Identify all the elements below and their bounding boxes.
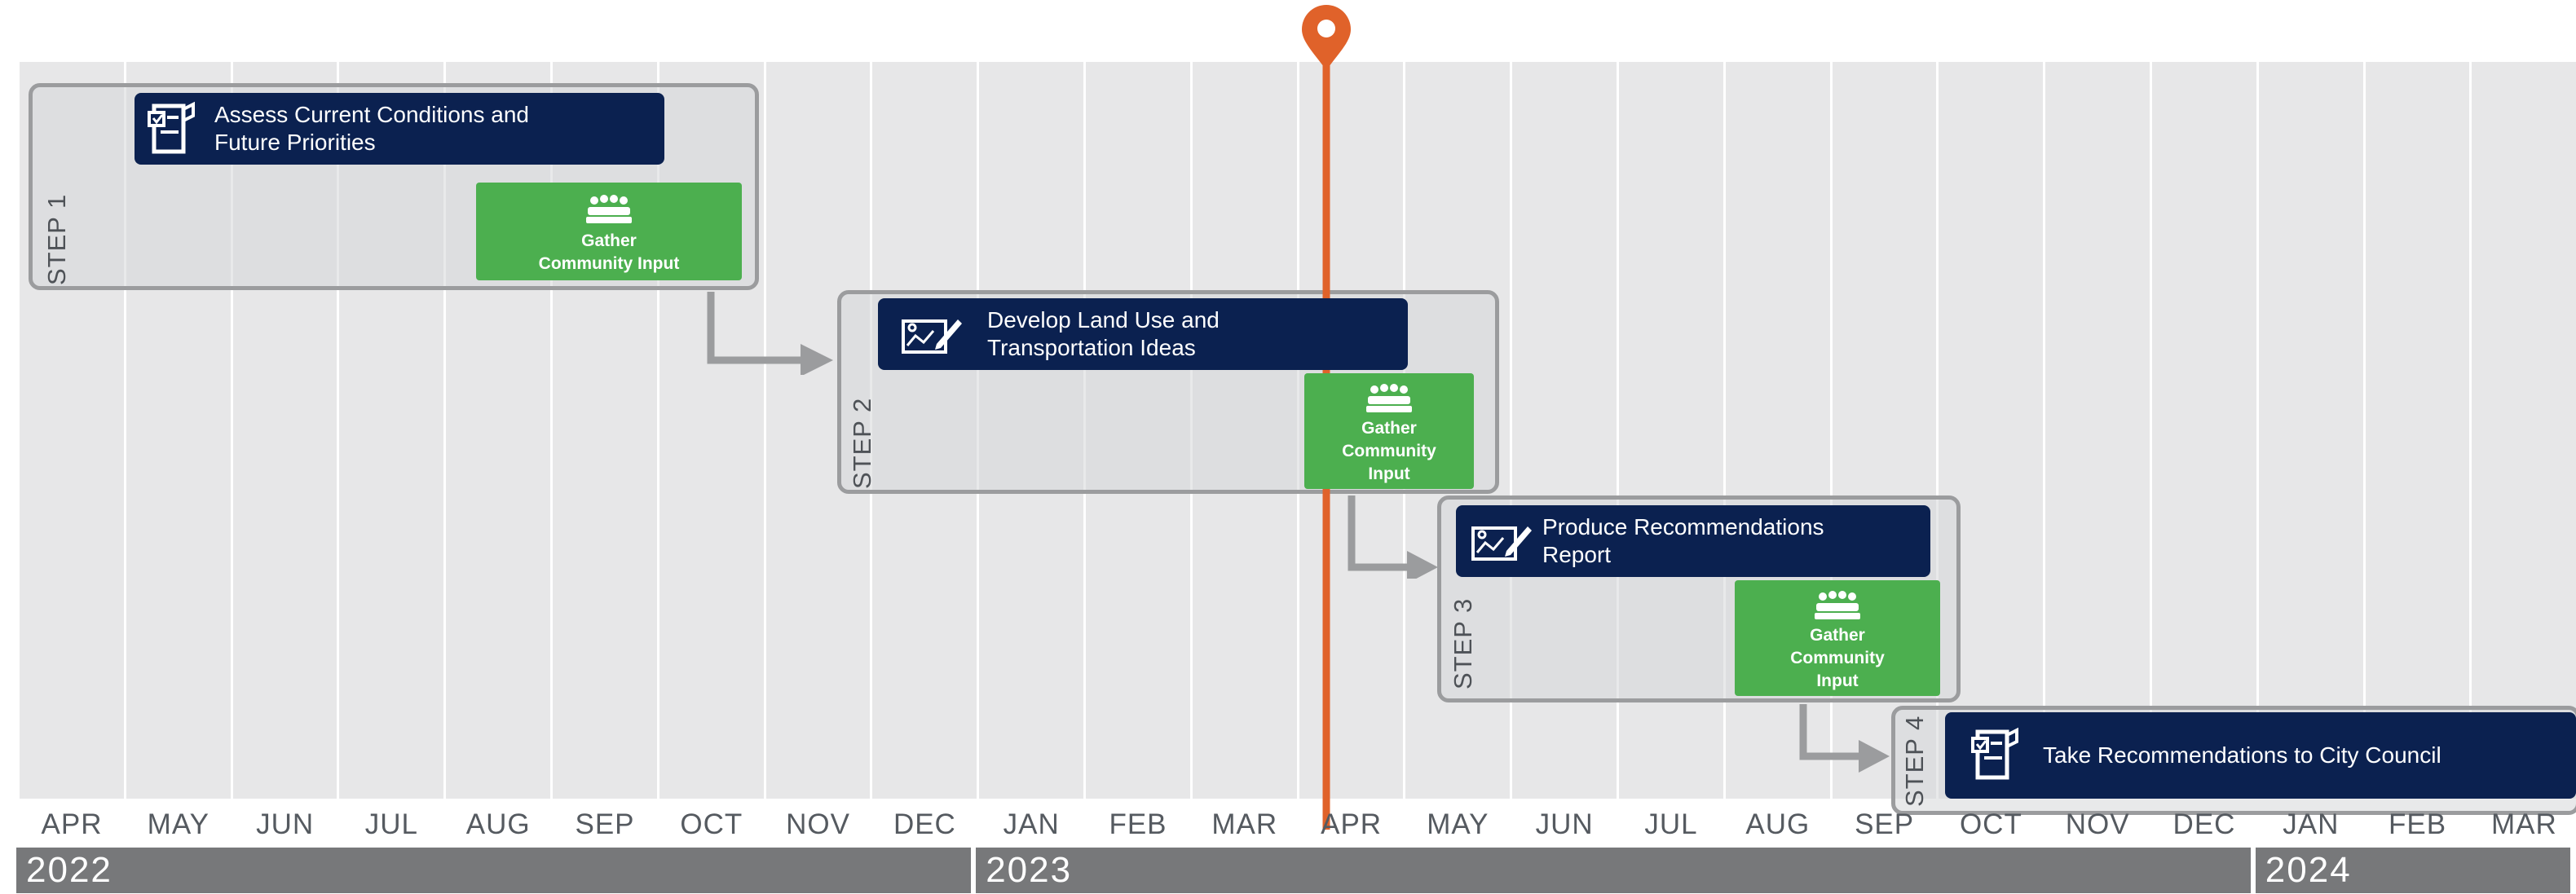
community-group-icon — [1815, 591, 1860, 619]
step-4-task-line1: Take Recommendations to City Council — [2043, 742, 2441, 768]
community-group-icon — [1366, 384, 1412, 412]
month-label: JAN — [1003, 808, 1060, 840]
year-bar — [976, 848, 2251, 893]
step-2-label: STEP 2 — [848, 397, 876, 489]
step-3-to-4-connector — [1799, 704, 1890, 773]
month-label: AUG — [465, 808, 531, 840]
step-4-label: STEP 4 — [1900, 715, 1929, 807]
step-2-input-line3: Input — [1368, 465, 1410, 483]
map-pencil-icon — [1471, 526, 1532, 561]
checklist-document-icon — [148, 101, 195, 154]
month-column — [2045, 62, 2150, 799]
step-3-input-line3: Input — [1816, 672, 1859, 690]
step-1-task-line1: Assess Current Conditions and — [214, 102, 529, 127]
step-1-input-line1: Gather — [581, 231, 637, 250]
step-1-task-line2: Future Priorities — [214, 130, 376, 155]
step-2-to-3-connector — [1348, 495, 1438, 579]
month-column — [2472, 62, 2576, 799]
month-label: JUN — [256, 808, 315, 840]
step-2-task: Develop Land Use and Transportation Idea… — [878, 298, 1408, 370]
month-label: MAY — [1427, 808, 1489, 840]
month-column — [2152, 62, 2256, 799]
month-column — [2258, 62, 2363, 799]
step-3-input-line1: Gather — [1810, 626, 1865, 645]
step-3-task-line2: Report — [1542, 542, 1612, 567]
checklist-document-icon — [1971, 727, 2018, 780]
step-4-task: Take Recommendations to City Council — [1945, 712, 2576, 799]
map-pencil-icon — [902, 319, 962, 354]
month-label: APR — [41, 808, 103, 840]
step-2-input-line1: Gather — [1361, 419, 1417, 438]
year-bar — [16, 848, 972, 893]
step-1-to-2-connector — [707, 292, 833, 375]
month-label: FEB — [2389, 808, 2447, 840]
month-label: APR — [1321, 808, 1383, 840]
month-label: NOV — [786, 808, 851, 840]
month-label: JUL — [1644, 808, 1698, 840]
year-label: 2024 — [2265, 850, 2352, 890]
year-bar — [2255, 848, 2571, 893]
month-label: MAY — [147, 808, 210, 840]
month-label: OCT — [680, 808, 743, 840]
month-label: JUN — [1535, 808, 1594, 840]
step-3-label: STEP 3 — [1449, 597, 1477, 689]
month-label: NOV — [2065, 808, 2130, 840]
month-label: AUG — [1745, 808, 1811, 840]
step-3-task-line1: Produce Recommendations — [1542, 514, 1824, 539]
month-label: DEC — [2172, 808, 2236, 840]
month-column — [2365, 62, 2470, 799]
month-label: OCT — [1959, 808, 2022, 840]
step-1-community-input: Gather Community Input — [476, 183, 742, 280]
month-label: SEP — [575, 808, 635, 840]
step-3-input-line2: Community — [1790, 649, 1885, 667]
month-label: JAN — [2283, 808, 2340, 840]
month-label: MAR — [2491, 808, 2557, 840]
month-label: DEC — [893, 808, 956, 840]
month-label: MAR — [1211, 808, 1278, 840]
month-label: JUL — [364, 808, 419, 840]
year-label: 2023 — [986, 850, 1073, 890]
step-3-community-input: Gather Community Input — [1735, 580, 1940, 696]
community-group-icon — [586, 195, 632, 223]
month-label: FEB — [1109, 808, 1167, 840]
month-label: SEP — [1855, 808, 1915, 840]
step-3-task: Produce Recommendations Report — [1456, 505, 1930, 577]
step-2-input-line2: Community — [1342, 442, 1436, 460]
step-2-task-line1: Develop Land Use and — [987, 307, 1220, 332]
step-2-task-line2: Transportation Ideas — [987, 335, 1196, 360]
step-1-label: STEP 1 — [42, 193, 71, 285]
year-label: 2022 — [26, 850, 112, 890]
step-1-input-line2: Community Input — [538, 254, 680, 273]
step-1-task: Assess Current Conditions and Future Pri… — [135, 93, 664, 165]
step-2-community-input: Gather Community Input — [1304, 373, 1474, 489]
